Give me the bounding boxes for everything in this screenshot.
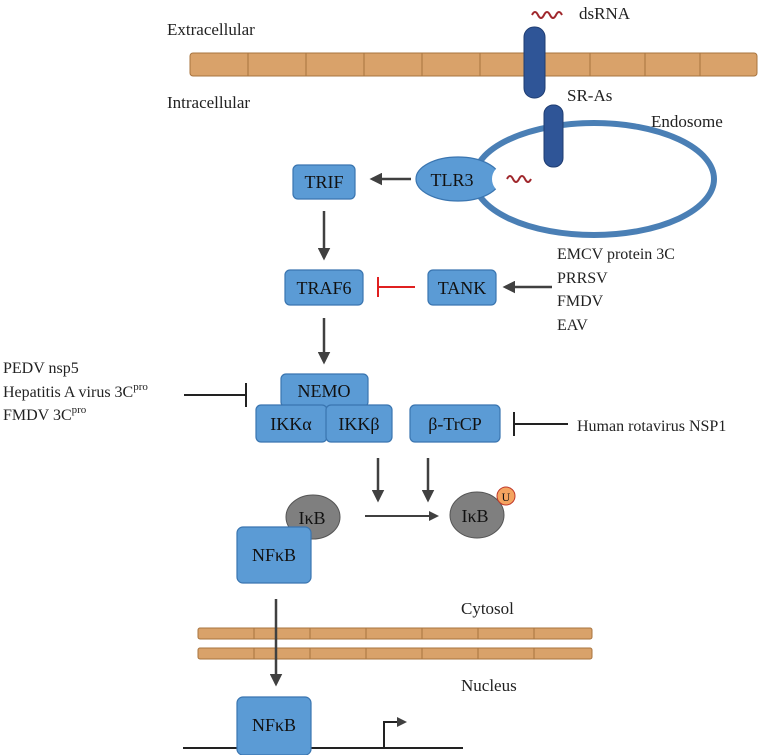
tank-inhibits-traf6: [377, 277, 415, 297]
ikb-ubiquitinated: IκB U: [449, 486, 516, 539]
tlr3-receptor: TLR3: [415, 156, 514, 202]
nuclear-membrane: [197, 627, 593, 660]
endosome-label: Endosome: [651, 112, 723, 131]
ikb-right: [449, 491, 505, 539]
dsrna-label: dsRNA: [579, 4, 631, 23]
btrcp-box: β-TrCP: [409, 404, 501, 443]
ikkb-box: [325, 404, 393, 443]
nemo-label: NEMO: [298, 381, 351, 401]
ikb-right-label: IκB: [461, 506, 488, 526]
plasma-membrane: [189, 52, 758, 77]
nfkb-cyto-box: [236, 526, 312, 584]
traf6-label: TRAF6: [296, 278, 351, 298]
ikk-inhibitor-list: PEDV nsp5 Hepatitis A virus 3Cpro FMDV 3…: [3, 360, 148, 424]
tank-box: TANK: [427, 269, 497, 306]
sr-a-receptor-endosome: [543, 104, 564, 168]
tlr3-label: TLR3: [431, 170, 474, 190]
inhibitor-prrsv: PRRSV: [557, 270, 608, 287]
inhibitor-emcv: EMCV protein 3C: [557, 246, 675, 263]
trif-box: TRIF: [292, 164, 356, 200]
inhibitor-rotavirus: Human rotavirus NSP1: [577, 418, 726, 435]
ikb-nfkb-complex: IκB NFκB: [236, 494, 341, 584]
dsrna-extracellular-icon: [531, 11, 563, 19]
nfkb-nuc-label: NFκB: [252, 715, 296, 735]
extracellular-label: Extracellular: [167, 20, 255, 39]
cytosol-label: Cytosol: [461, 599, 514, 618]
ikkb-label: IKKβ: [338, 414, 379, 434]
inhibitor-pedv: PEDV nsp5: [3, 360, 79, 377]
ikka-label: IKKα: [270, 414, 312, 434]
traf6-box: TRAF6: [284, 269, 364, 306]
viral-inhibition-ikk: [184, 383, 247, 407]
inhibitor-fmdv-3c: FMDV 3Cpro: [3, 404, 87, 424]
ikk-complex: NEMO IKKα IKKβ: [255, 373, 393, 443]
tank-label: TANK: [438, 278, 487, 298]
nfkb-cyto-label: NFκB: [252, 545, 296, 565]
intracellular-label: Intracellular: [167, 93, 250, 112]
nfkb-nuc-box: NFκB: [236, 696, 312, 755]
ikb-left-label: IκB: [298, 508, 325, 528]
inhibitor-fmdv: FMDV: [557, 293, 604, 310]
ubiquitin-icon: [496, 486, 516, 506]
sr-a-receptor-plasma: [523, 26, 546, 99]
nucleus-label: Nucleus: [461, 676, 517, 695]
trif-label: TRIF: [304, 172, 343, 192]
transcription-start-icon: [383, 717, 407, 748]
inhibitor-hav: Hepatitis A virus 3Cpro: [3, 381, 148, 401]
ubiquitin-label: U: [502, 490, 511, 504]
tank-inhibitor-list: EMCV protein 3C PRRSV FMDV EAV: [557, 246, 675, 334]
btrcp-label: β-TrCP: [428, 414, 482, 434]
inhibitor-eav: EAV: [557, 317, 588, 334]
viral-inhibition-btrcp: [513, 412, 568, 436]
sr-as-label: SR-As: [567, 86, 612, 105]
dsrna-endosome-icon: [506, 175, 532, 183]
